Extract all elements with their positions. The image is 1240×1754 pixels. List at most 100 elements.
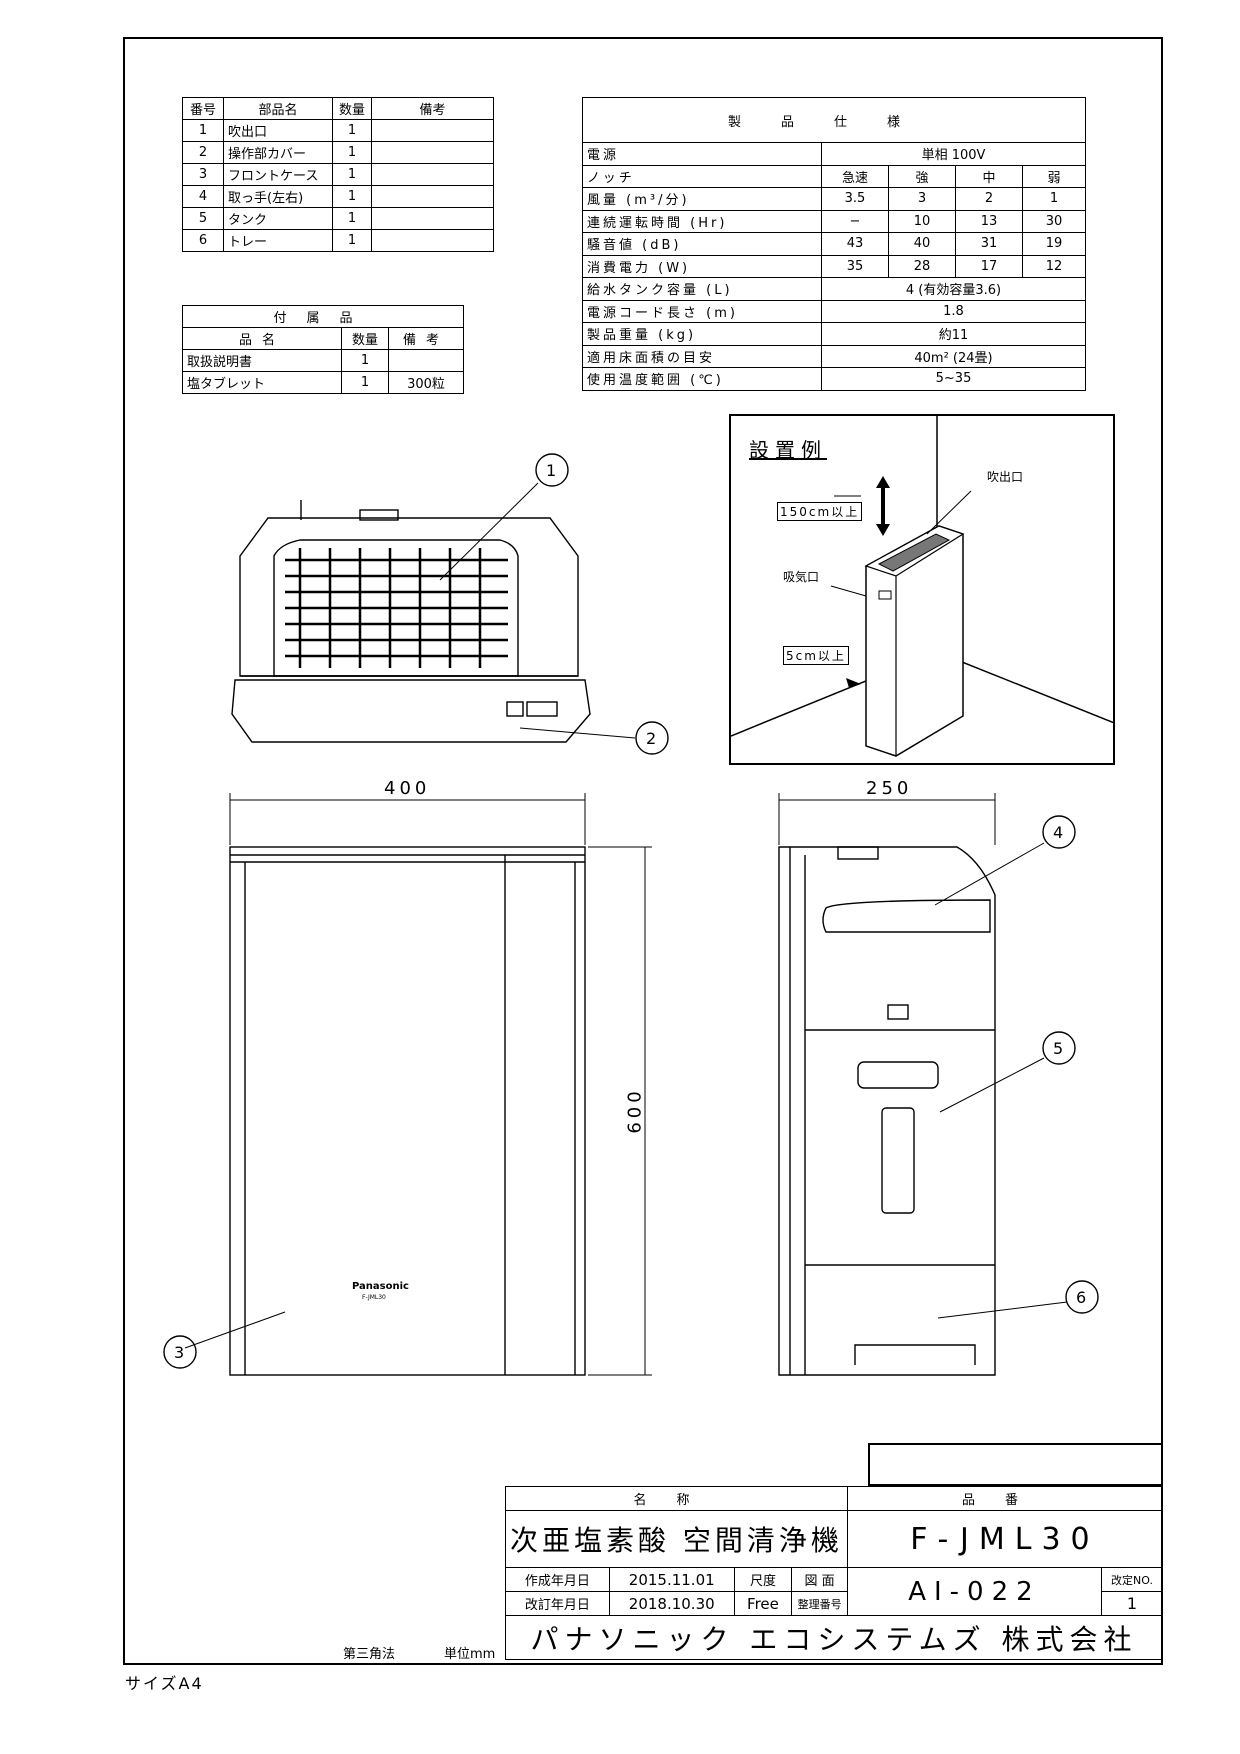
cell: 43 xyxy=(821,232,889,256)
cell: 300粒 xyxy=(388,371,464,394)
created-date: 2015.11.01 xyxy=(608,1567,735,1592)
cell: 1 xyxy=(332,141,372,164)
name-header: 名称 xyxy=(505,1486,848,1511)
cell: 1 xyxy=(332,163,372,186)
drawing-no-label1: 図 面 xyxy=(791,1567,848,1592)
installation-example: 設置例 吹出口 150cm以上 吸気口 5cm以上 xyxy=(729,414,1115,765)
spec-value: 中 xyxy=(955,164,1023,188)
installation-title: 設置例 xyxy=(749,438,827,462)
cell: 30 xyxy=(1022,209,1086,233)
cell: 40m² (24畳) xyxy=(821,344,1086,368)
cell: タンク xyxy=(223,207,333,230)
cell: 40 xyxy=(888,232,956,256)
drawing-frame xyxy=(123,37,1163,1665)
cell: トレー xyxy=(223,229,333,252)
cell: 5~35 xyxy=(821,367,1086,391)
drawing-no-label2: 整理番号 xyxy=(791,1591,848,1616)
spec-value: 急速 xyxy=(821,164,889,188)
cell: 操作部カバー xyxy=(223,141,333,164)
table-row: 製品重量 (kg)約11 xyxy=(582,322,1086,346)
cell: 1 xyxy=(332,119,372,142)
callout-6: 6 xyxy=(1076,1288,1087,1307)
callout-1: 1 xyxy=(546,461,557,480)
product-name: 次亜塩素酸 空間清浄機 xyxy=(505,1510,848,1568)
spec-label: 電源コード長さ (m) xyxy=(582,299,822,323)
spec-label: 使用温度範囲 (℃) xyxy=(582,367,822,391)
cell: 35 xyxy=(821,254,889,278)
cell: 3 xyxy=(182,163,224,186)
cell xyxy=(388,349,464,372)
cell: 5 xyxy=(182,207,224,230)
table-row: 使用温度範囲 (℃)5~35 xyxy=(582,367,1086,391)
spec-table: 製品仕様 電源 単相 100V ノッチ 急速 強 中 弱 風量 (m³/分)3.… xyxy=(582,97,1086,391)
dim-height: 600 xyxy=(624,1087,646,1134)
spec-label: 適用床面積の目安 xyxy=(582,344,822,368)
model-mark: F-JML30 xyxy=(362,1294,386,1301)
cell xyxy=(371,141,494,164)
spec-label: 製品重量 (kg) xyxy=(582,322,822,346)
table-row: 給水タンク容量 (L)4 (有効容量3.6) xyxy=(582,277,1086,301)
cell: 4 xyxy=(182,185,224,208)
header-qty: 数量 xyxy=(332,97,372,120)
callout-2: 2 xyxy=(646,729,657,748)
spec-value: 弱 xyxy=(1022,164,1086,188)
side-clearance-label: 5cm以上 xyxy=(783,646,849,665)
cell xyxy=(371,185,494,208)
installation-drawing xyxy=(731,416,1113,757)
revision-no: 1 xyxy=(1101,1591,1163,1616)
table-row: 電源コード長さ (m)1.8 xyxy=(582,299,1086,323)
outlet-label: 吹出口 xyxy=(987,470,1024,484)
revised-date: 2018.10.30 xyxy=(608,1591,735,1616)
scale-value: Free xyxy=(733,1591,793,1616)
cell: 10 xyxy=(888,209,956,233)
cell: 3.5 xyxy=(821,187,889,211)
cell: 17 xyxy=(955,254,1023,278)
unit-label: 単位mm xyxy=(444,1647,496,1662)
cell: 1 xyxy=(341,371,389,394)
cell: 4 (有効容量3.6) xyxy=(821,277,1086,301)
cell: 取っ手(左右) xyxy=(223,185,333,208)
spec-label: ノッチ xyxy=(582,164,822,188)
cell xyxy=(371,229,494,252)
revised-label: 改訂年月日 xyxy=(505,1591,610,1616)
cell: 2 xyxy=(182,141,224,164)
spec-title: 製品仕様 xyxy=(582,97,1086,143)
cell: 3 xyxy=(888,187,956,211)
callout-5: 5 xyxy=(1053,1039,1064,1058)
title-block: 名称 品番 次亜塩素酸 空間清浄機 F-JML30 作成年月日 2015.11.… xyxy=(505,1486,1164,1660)
header-name: 部品名 xyxy=(223,97,333,120)
cell: 31 xyxy=(955,232,1023,256)
drawing-no: AI-022 xyxy=(846,1567,1103,1616)
top-clearance-label: 150cm以上 xyxy=(777,502,863,521)
spec-label: 連続運転時間 (Hr) xyxy=(582,209,822,233)
spec-label: 給水タンク容量 (L) xyxy=(582,277,822,301)
cell: 13 xyxy=(955,209,1023,233)
header-qty: 数量 xyxy=(341,327,389,350)
company-name: パナソニック エコシステムズ 株式会社 xyxy=(505,1615,1163,1660)
cell: 1 xyxy=(1022,187,1086,211)
paper-size: サイズA4 xyxy=(125,1674,204,1693)
cell: 1 xyxy=(182,119,224,142)
cell: 1 xyxy=(332,185,372,208)
created-label: 作成年月日 xyxy=(505,1567,610,1592)
cell: 2 xyxy=(955,187,1023,211)
cell: 19 xyxy=(1022,232,1086,256)
cell: − xyxy=(821,209,889,233)
cell: 塩タブレット xyxy=(182,371,342,394)
number-header: 品番 xyxy=(846,1486,1164,1511)
spec-value: 強 xyxy=(888,164,956,188)
brand-logo: Panasonic xyxy=(352,1281,409,1292)
cell: 28 xyxy=(888,254,956,278)
dim-width: 400 xyxy=(384,778,431,799)
